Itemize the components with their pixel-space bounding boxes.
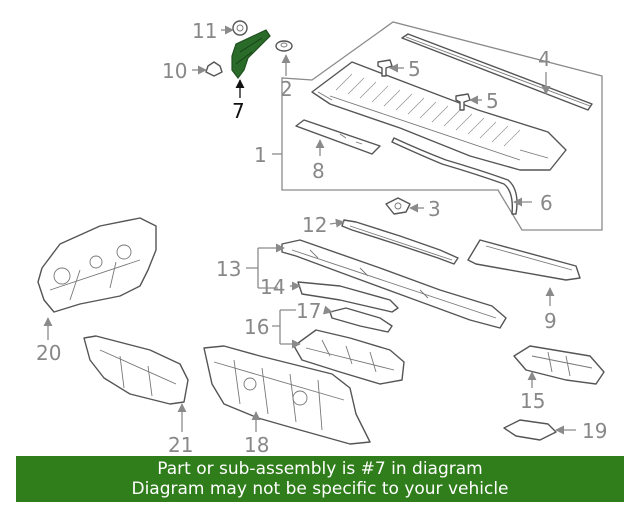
part-9-panel — [467, 239, 581, 281]
part-16-lower-cowl — [293, 329, 405, 385]
leader-13-bracket — [246, 247, 278, 289]
part-6-washer-hose — [391, 137, 518, 215]
callout-13: 13 — [216, 257, 241, 281]
part-12-strip — [341, 219, 459, 265]
banner-line-1: Part or sub-assembly is #7 in diagram — [157, 459, 483, 479]
part-15-duct — [513, 345, 605, 385]
callout-2: 2 — [280, 77, 293, 101]
banner-line-2: Diagram may not be specific to your vehi… — [131, 479, 509, 499]
leader-12 — [329, 218, 345, 228]
callout-10: 10 — [162, 59, 187, 83]
part-13-cowl-panel — [281, 239, 507, 329]
part-20-insulator — [37, 217, 157, 313]
part-7-highlighted-panel — [231, 29, 271, 79]
part-14-strip — [297, 281, 399, 313]
part-1-group-box — [281, 21, 603, 231]
part-8-panel — [295, 119, 381, 155]
callout-18: 18 — [244, 433, 269, 456]
part-5-clip-upper — [377, 59, 393, 77]
callout-5-lower: 5 — [486, 89, 499, 113]
callout-14: 14 — [260, 275, 285, 299]
part-17-piece — [329, 307, 393, 333]
callout-7: 7 — [232, 99, 245, 123]
callout-9: 9 — [544, 309, 557, 333]
callout-8: 8 — [312, 159, 325, 183]
callout-21: 21 — [168, 433, 193, 456]
callout-5-upper: 5 — [408, 57, 421, 81]
callout-4: 4 — [538, 47, 551, 71]
callout-11: 11 — [192, 19, 217, 43]
callout-19: 19 — [582, 419, 607, 443]
part-5-clip-lower — [455, 93, 471, 111]
callout-1: 1 — [254, 143, 267, 167]
callout-17: 17 — [296, 299, 321, 323]
callout-20: 20 — [36, 341, 61, 365]
part-2-grommet — [275, 40, 293, 52]
callout-3: 3 — [428, 197, 441, 221]
part-19-bracket — [503, 419, 557, 441]
parts-diagram: 11 10 7 2 5 5 4 1 8 6 3 12 13 14 9 17 16… — [36, 19, 607, 456]
part-21-insulator — [83, 335, 189, 405]
leader-16-bracket — [272, 309, 296, 345]
part-10-clip — [205, 61, 223, 77]
info-banner: Part or sub-assembly is #7 in diagram Di… — [16, 456, 624, 502]
part-18-dash-panel — [203, 345, 371, 445]
part-1-cowl-grille — [311, 61, 567, 171]
callout-12: 12 — [302, 213, 327, 237]
callout-6: 6 — [540, 191, 553, 215]
callout-16: 16 — [244, 315, 269, 339]
part-11-nut — [232, 20, 248, 36]
part-3-bracket — [385, 197, 411, 215]
callout-15: 15 — [520, 389, 545, 413]
leader-17 — [322, 305, 333, 315]
